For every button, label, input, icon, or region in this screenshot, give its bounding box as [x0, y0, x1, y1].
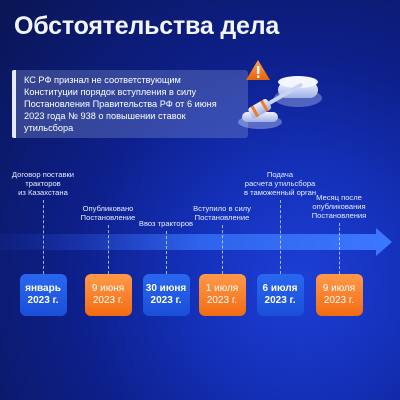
event-date-line: 9 июля [322, 283, 356, 294]
event-date-line: 2023 г. [206, 295, 238, 306]
gavel-warning-icon [238, 60, 322, 129]
event-date-line: 2023 г. [264, 295, 296, 306]
event-date-line: 6 июля [262, 283, 298, 294]
event-date-line: 30 июня [145, 283, 187, 294]
event-date-line: 2023 г. [92, 295, 124, 306]
callout-line: Конституции порядок вступления в силу [24, 87, 197, 97]
event-label-line: Постановление [80, 213, 136, 222]
event-date-line: 2023 г. [150, 295, 182, 306]
callout-accent-bar [12, 70, 16, 138]
event-label-line: Договор поставки [11, 170, 75, 179]
callout-line: КС РФ признал не соответствующим [24, 75, 181, 85]
event-label-line: опубликования [312, 202, 366, 211]
callout-line: утильсбора [24, 123, 74, 133]
event-label-line: расчета утильсбора [244, 179, 316, 188]
event-date-line: 2023 г. [27, 295, 59, 306]
event-label-line: из Казахстана [18, 188, 68, 197]
event-tick [222, 225, 223, 274]
event-label-line: Вступило в силу [193, 204, 251, 213]
event-label-line: Подача [266, 170, 294, 179]
callout-line: 2023 года № 938 о повышении ставок [24, 111, 186, 121]
event-label: Ввоз тракторов [124, 219, 208, 228]
event-date-line: 9 июня [91, 283, 125, 294]
timeline-arrow [0, 228, 392, 256]
ruling-callout: КС РФ признал не соответствующим Констит… [12, 70, 248, 138]
event-label-line: в таможенный орган [243, 188, 317, 197]
event-label-line: Ввоз тракторов [138, 219, 194, 228]
event-date-line: январь [25, 283, 61, 294]
event-date-line: 2023 г. [323, 295, 355, 306]
event-label-line: Месяц после [316, 193, 362, 202]
event-label-line: Постановления [311, 211, 367, 220]
event-tick [339, 223, 340, 274]
event-label-line: тракторов [25, 179, 61, 188]
callout-line: Постановления Правительства РФ от 6 июня [24, 99, 217, 109]
event-date-line: 1 июля [205, 283, 239, 294]
page-title: Обстоятельства дела [14, 12, 280, 40]
event-label-line: Постановление [194, 213, 250, 222]
callout-text: КС РФ признал не соответствующим Констит… [24, 74, 242, 134]
event-tick [108, 225, 109, 274]
event-label-line: Опубликовано [82, 204, 134, 213]
event-tick [280, 200, 281, 274]
event-tick [43, 200, 44, 274]
event-tick [166, 231, 167, 274]
